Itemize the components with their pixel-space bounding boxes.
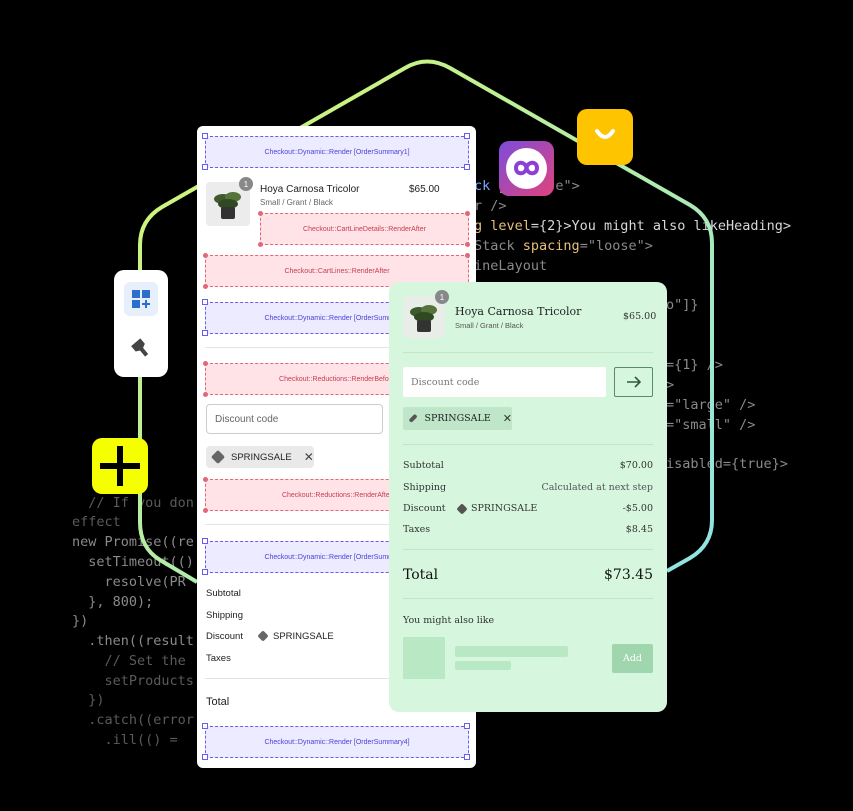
code-line: // Set the [72,653,186,669]
code-line: ="large" /> [666,397,756,413]
discount-code-input[interactable]: Discount code [206,404,383,434]
discount-code-label: SPRINGSALE [273,631,334,642]
code-line: }, 800); [72,594,154,610]
paint-brush-icon [131,338,149,357]
target-label: Checkout::Reductions::RenderBefore [279,375,395,383]
code-line: .ill(() = [72,732,178,748]
target-label: Checkout::Dynamic::Render [OrderSummary1… [264,148,410,156]
checkout-editor-panel: Checkout::Dynamic::Render [OrderSummary1… [197,126,476,768]
tool-palette [114,270,168,377]
tag-icon [408,413,418,424]
discount-code-input[interactable]: Discount code [403,367,606,397]
target-label: Checkout::Dynamic::Render [OrderSummary4… [264,738,410,746]
tag-icon [456,503,468,515]
code-line: .catch((error [72,712,194,728]
apply-discount-button[interactable] [614,367,653,397]
divider [403,352,653,353]
divider [205,678,467,679]
remove-discount-icon[interactable]: ✕ [303,450,314,464]
discount-label: Discount [403,503,446,514]
skeleton-text-small [455,661,511,670]
code-line: > [666,377,675,393]
product-name: Hoya Carnosa Tricolor [455,305,582,318]
shipping-value: Calculated at next step [541,482,654,493]
code-line: o"]} [666,297,699,313]
subtotal-label: Subtotal [206,588,241,599]
product-price: $65.00 [409,184,440,195]
divider [403,444,653,445]
discount-label: Discount [206,631,243,642]
remove-discount-icon[interactable]: ✕ [502,413,512,425]
product-price: $65.00 [623,311,657,322]
discount-tag-label: SPRINGSALE [424,413,491,424]
subtotal-label: Subtotal [403,460,444,471]
target-label: Checkout::CartLineDetails::RenderAfter [303,225,426,233]
add-upsell-button[interactable]: Add [612,644,653,673]
code-line: resolve(PR [72,574,186,590]
plus-icon [100,446,140,486]
product-variant: Small / Grant / Black [455,321,524,330]
purple-app-tile [499,141,554,196]
shipping-label: Shipping [206,610,243,621]
code-line: Stack spacing="loose"> [474,238,653,254]
taxes-label: Taxes [403,524,431,535]
infinity-icon [513,160,540,176]
upsell-image-skeleton [403,637,445,679]
smile-icon [595,129,615,139]
yellow-app-tile [577,109,633,165]
add-block-button[interactable] [124,282,158,316]
code-line: r /> [474,198,507,214]
code-line: ineLayout [474,258,548,274]
extension-target-summary1[interactable]: Checkout::Dynamic::Render [OrderSummary1… [205,136,469,168]
skeleton-text-large [455,646,568,657]
divider [403,549,653,550]
code-line: isabled={true}> [666,456,788,472]
code-line: effect [72,514,121,530]
quantity-badge: 1 [435,290,449,304]
discount-tag: SPRINGSALE ✕ [403,407,512,430]
extension-target-summary4[interactable]: Checkout::Dynamic::Render [OrderSummary4… [205,726,469,758]
product-variant: Small / Grant / Black [260,198,333,207]
lime-plus-tile [92,438,148,494]
tag-icon [257,630,269,642]
total-label: Total [206,696,230,708]
code-line: ="small" /> [666,417,756,433]
code-line: .then((result [72,633,194,649]
discount-value: -$5.00 [622,503,653,514]
taxes-label: Taxes [206,653,231,664]
product-name: Hoya Carnosa Tricolor [260,184,360,195]
quantity-badge: 1 [239,177,253,191]
divider [205,347,467,348]
target-label: Checkout::Dynamic::Render [OrderSummary3… [264,553,410,561]
target-label: Checkout::CartLines::RenderAfter [284,267,390,275]
checkout-preview-panel: 1 Hoya Carnosa Tricolor Small / Grant / … [389,282,667,712]
plant-image [410,305,437,332]
subtotal-value: $70.00 [619,460,653,471]
code-line: }) [72,613,89,629]
total-label: Total [403,567,439,583]
code-line: new Promise((re [72,534,194,550]
extension-target-cartlines-after[interactable]: Checkout::CartLines::RenderAfter [205,255,469,287]
taxes-value: $8.45 [625,524,653,535]
add-block-icon [132,290,150,308]
code-line: setProducts [72,673,194,689]
divider [205,524,467,525]
discount-tag: SPRINGSALE ✕ [206,446,314,468]
plant-image [214,192,241,219]
target-label: Checkout::Dynamic::Render [OrderSummary2… [264,314,410,322]
divider [403,598,653,599]
discount-code-label: SPRINGSALE [471,503,538,514]
discount-tag-label: SPRINGSALE [231,451,292,463]
arrow-right-icon [626,376,641,388]
tag-icon [210,449,226,465]
upsell-heading: You might also like [403,615,495,626]
code-line: }) [72,692,105,708]
total-value: $73.45 [604,567,653,583]
target-label: Checkout::Reductions::RenderAfter [281,491,393,499]
extension-target-cartline-after[interactable]: Checkout::CartLineDetails::RenderAfter [260,213,469,245]
brush-button[interactable] [124,330,158,364]
shipping-label: Shipping [403,482,447,493]
